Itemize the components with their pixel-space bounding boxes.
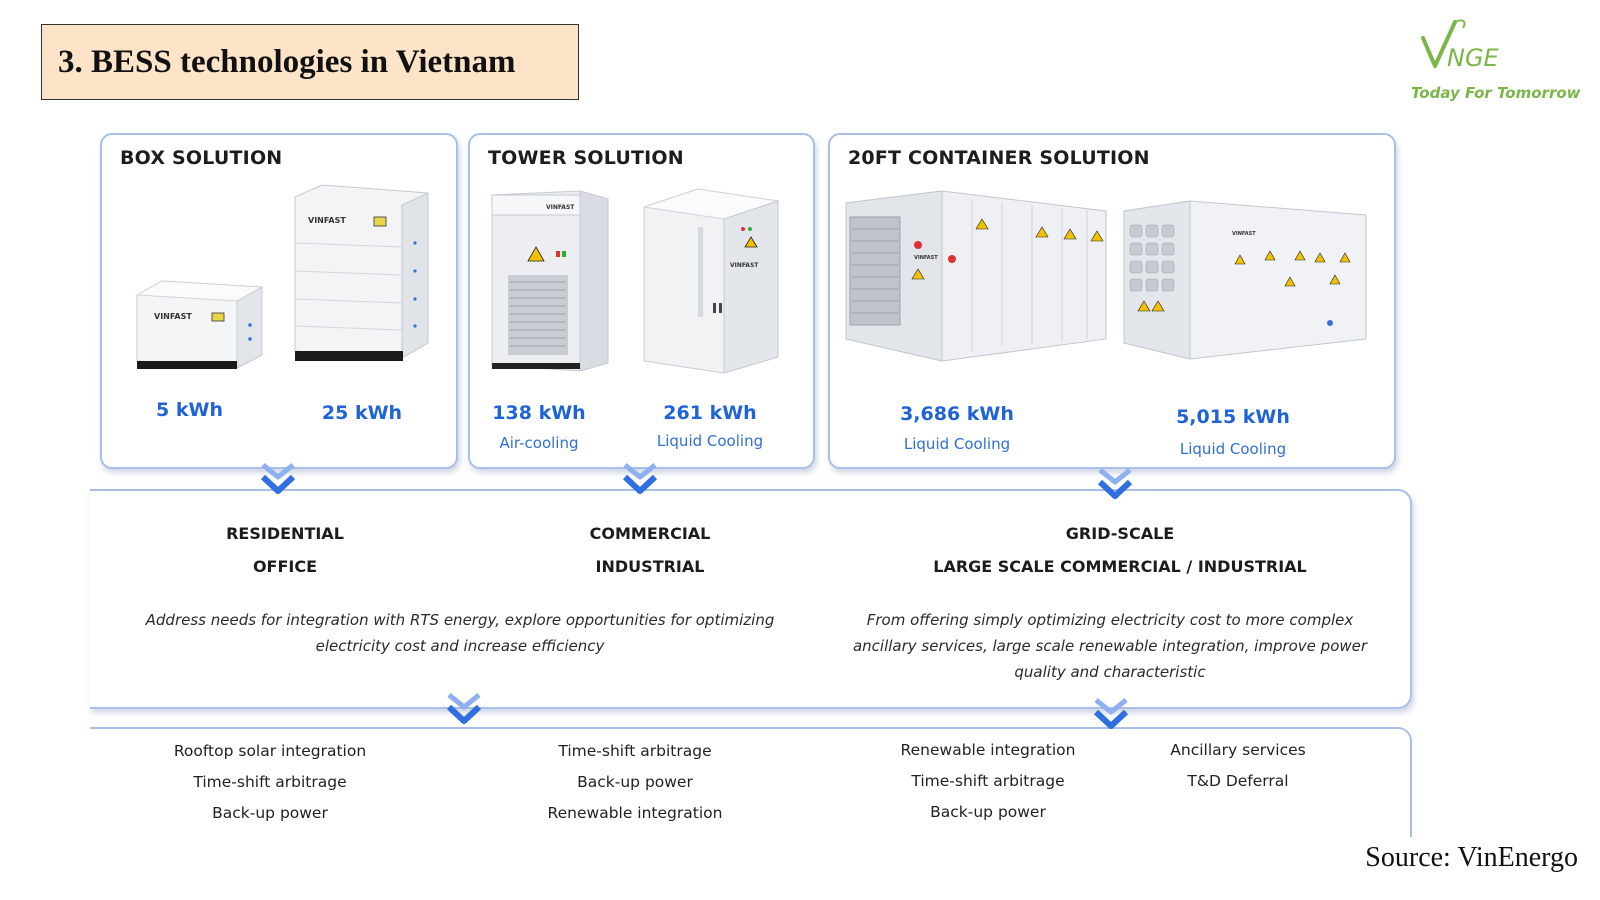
box-solution-panel: BOX SOLUTION VINFAST VINFAST 5 kWh 25 kW… xyxy=(100,133,458,469)
panel-title: 20FT CONTAINER SOLUTION xyxy=(848,147,1150,169)
capacity-label: 138 kWh xyxy=(492,402,586,424)
panel-title: BOX SOLUTION xyxy=(120,147,283,169)
segment-line: COMMERCIAL xyxy=(589,524,711,543)
application-item: T&D Deferral xyxy=(1187,772,1289,790)
svg-text:VINFAST: VINFAST xyxy=(914,255,938,261)
cooling-label: Liquid Cooling xyxy=(656,432,764,450)
chevron-down-icon xyxy=(446,693,482,724)
chevron-down-icon xyxy=(1097,468,1133,499)
capacity-label: 3,686 kWh xyxy=(900,403,1014,425)
segment-description-right: From offering simply optimizing electric… xyxy=(840,607,1380,685)
application-item: Time-shift arbitrage xyxy=(193,773,347,791)
container-5015kwh-image: VINFAST xyxy=(1123,200,1367,360)
slide-title: 3. BESS technologies in Vietnam xyxy=(41,24,579,100)
segment-line: INDUSTRIAL xyxy=(595,557,705,576)
svg-text:VINFAST: VINFAST xyxy=(546,204,575,211)
panel-title: TOWER SOLUTION xyxy=(488,147,684,169)
application-item: Back-up power xyxy=(577,773,693,791)
description-line: Address needs for integration with RTS e… xyxy=(145,611,775,629)
description-line: ancillary services, large scale renewabl… xyxy=(852,637,1368,655)
segment-line: GRID-SCALE xyxy=(1065,524,1175,543)
application-item: Rooftop solar integration xyxy=(173,742,367,760)
description-line: electricity cost and increase efficiency xyxy=(315,637,605,655)
segment-heading: COMMERCIAL INDUSTRIAL xyxy=(525,517,775,583)
box-5kwh-image: VINFAST xyxy=(135,280,264,369)
segment-line: LARGE SCALE COMMERCIAL / INDUSTRIAL xyxy=(933,557,1307,576)
container-3686kwh-image: VINFAST xyxy=(845,190,1107,362)
source-citation: Source: VinEnergo xyxy=(1365,842,1578,873)
applications-band xyxy=(90,727,1412,837)
market-segment-band xyxy=(90,489,1412,709)
svg-text:VINFAST: VINFAST xyxy=(308,216,346,225)
capacity-label: 261 kWh xyxy=(663,402,757,424)
application-item: Renewable integration xyxy=(547,804,723,822)
description-line: From offering simply optimizing electric… xyxy=(866,611,1354,629)
application-item: Time-shift arbitrage xyxy=(558,742,712,760)
applications-list: Time-shift arbitrage Back-up power Renew… xyxy=(515,736,755,829)
svg-text:VINFAST: VINFAST xyxy=(1232,231,1256,237)
application-item: Time-shift arbitrage xyxy=(911,772,1065,790)
application-item: Back-up power xyxy=(212,804,328,822)
logo-wordmark-text: NGE xyxy=(1447,44,1500,72)
application-item: Ancillary services xyxy=(1170,741,1306,759)
applications-list: Ancillary services T&D Deferral xyxy=(1138,735,1338,797)
svg-text:VINFAST: VINFAST xyxy=(730,262,759,269)
cooling-label: Air-cooling xyxy=(499,434,579,452)
cooling-label: Liquid Cooling xyxy=(903,435,1011,453)
capacity-label: 5 kWh xyxy=(156,399,223,421)
svg-text:VINFAST: VINFAST xyxy=(154,312,192,321)
segment-line: OFFICE xyxy=(252,557,318,576)
applications-list: Renewable integration Time-shift arbitra… xyxy=(868,735,1108,828)
application-item: Renewable integration xyxy=(900,741,1076,759)
tower-261kwh-image: VINFAST xyxy=(643,188,779,374)
tower-solution-panel: TOWER SOLUTION VINFAST VINFAST 138 kWh xyxy=(468,133,815,469)
chevron-down-icon xyxy=(260,463,296,494)
chevron-down-icon xyxy=(1093,698,1129,729)
applications-list: Rooftop solar integration Time-shift arb… xyxy=(150,736,390,829)
segment-description-left: Address needs for integration with RTS e… xyxy=(120,607,800,659)
segment-heading: GRID-SCALE LARGE SCALE COMMERCIAL / INDU… xyxy=(880,517,1360,583)
description-line: quality and characteristic xyxy=(1014,663,1206,681)
capacity-label: 5,015 kWh xyxy=(1176,406,1290,428)
vnge-logo-mark: NGE xyxy=(1421,19,1500,72)
application-item: Back-up power xyxy=(930,803,1046,821)
segment-line: RESIDENTIAL xyxy=(226,524,344,543)
logo-tagline: Today For Tomorrow xyxy=(1411,84,1581,102)
tower-138kwh-image: VINFAST xyxy=(491,190,609,372)
vnge-logo: NGE Today For Tomorrow xyxy=(1405,16,1585,108)
container-solution-panel: 20FT CONTAINER SOLUTION VINFAST xyxy=(828,133,1396,469)
segment-heading: RESIDENTIAL OFFICE xyxy=(160,517,410,583)
capacity-label: 25 kWh xyxy=(321,402,403,424)
box-25kwh-image: VINFAST xyxy=(294,184,429,361)
chevron-down-icon xyxy=(622,463,658,494)
cooling-label: Liquid Cooling xyxy=(1179,440,1287,458)
